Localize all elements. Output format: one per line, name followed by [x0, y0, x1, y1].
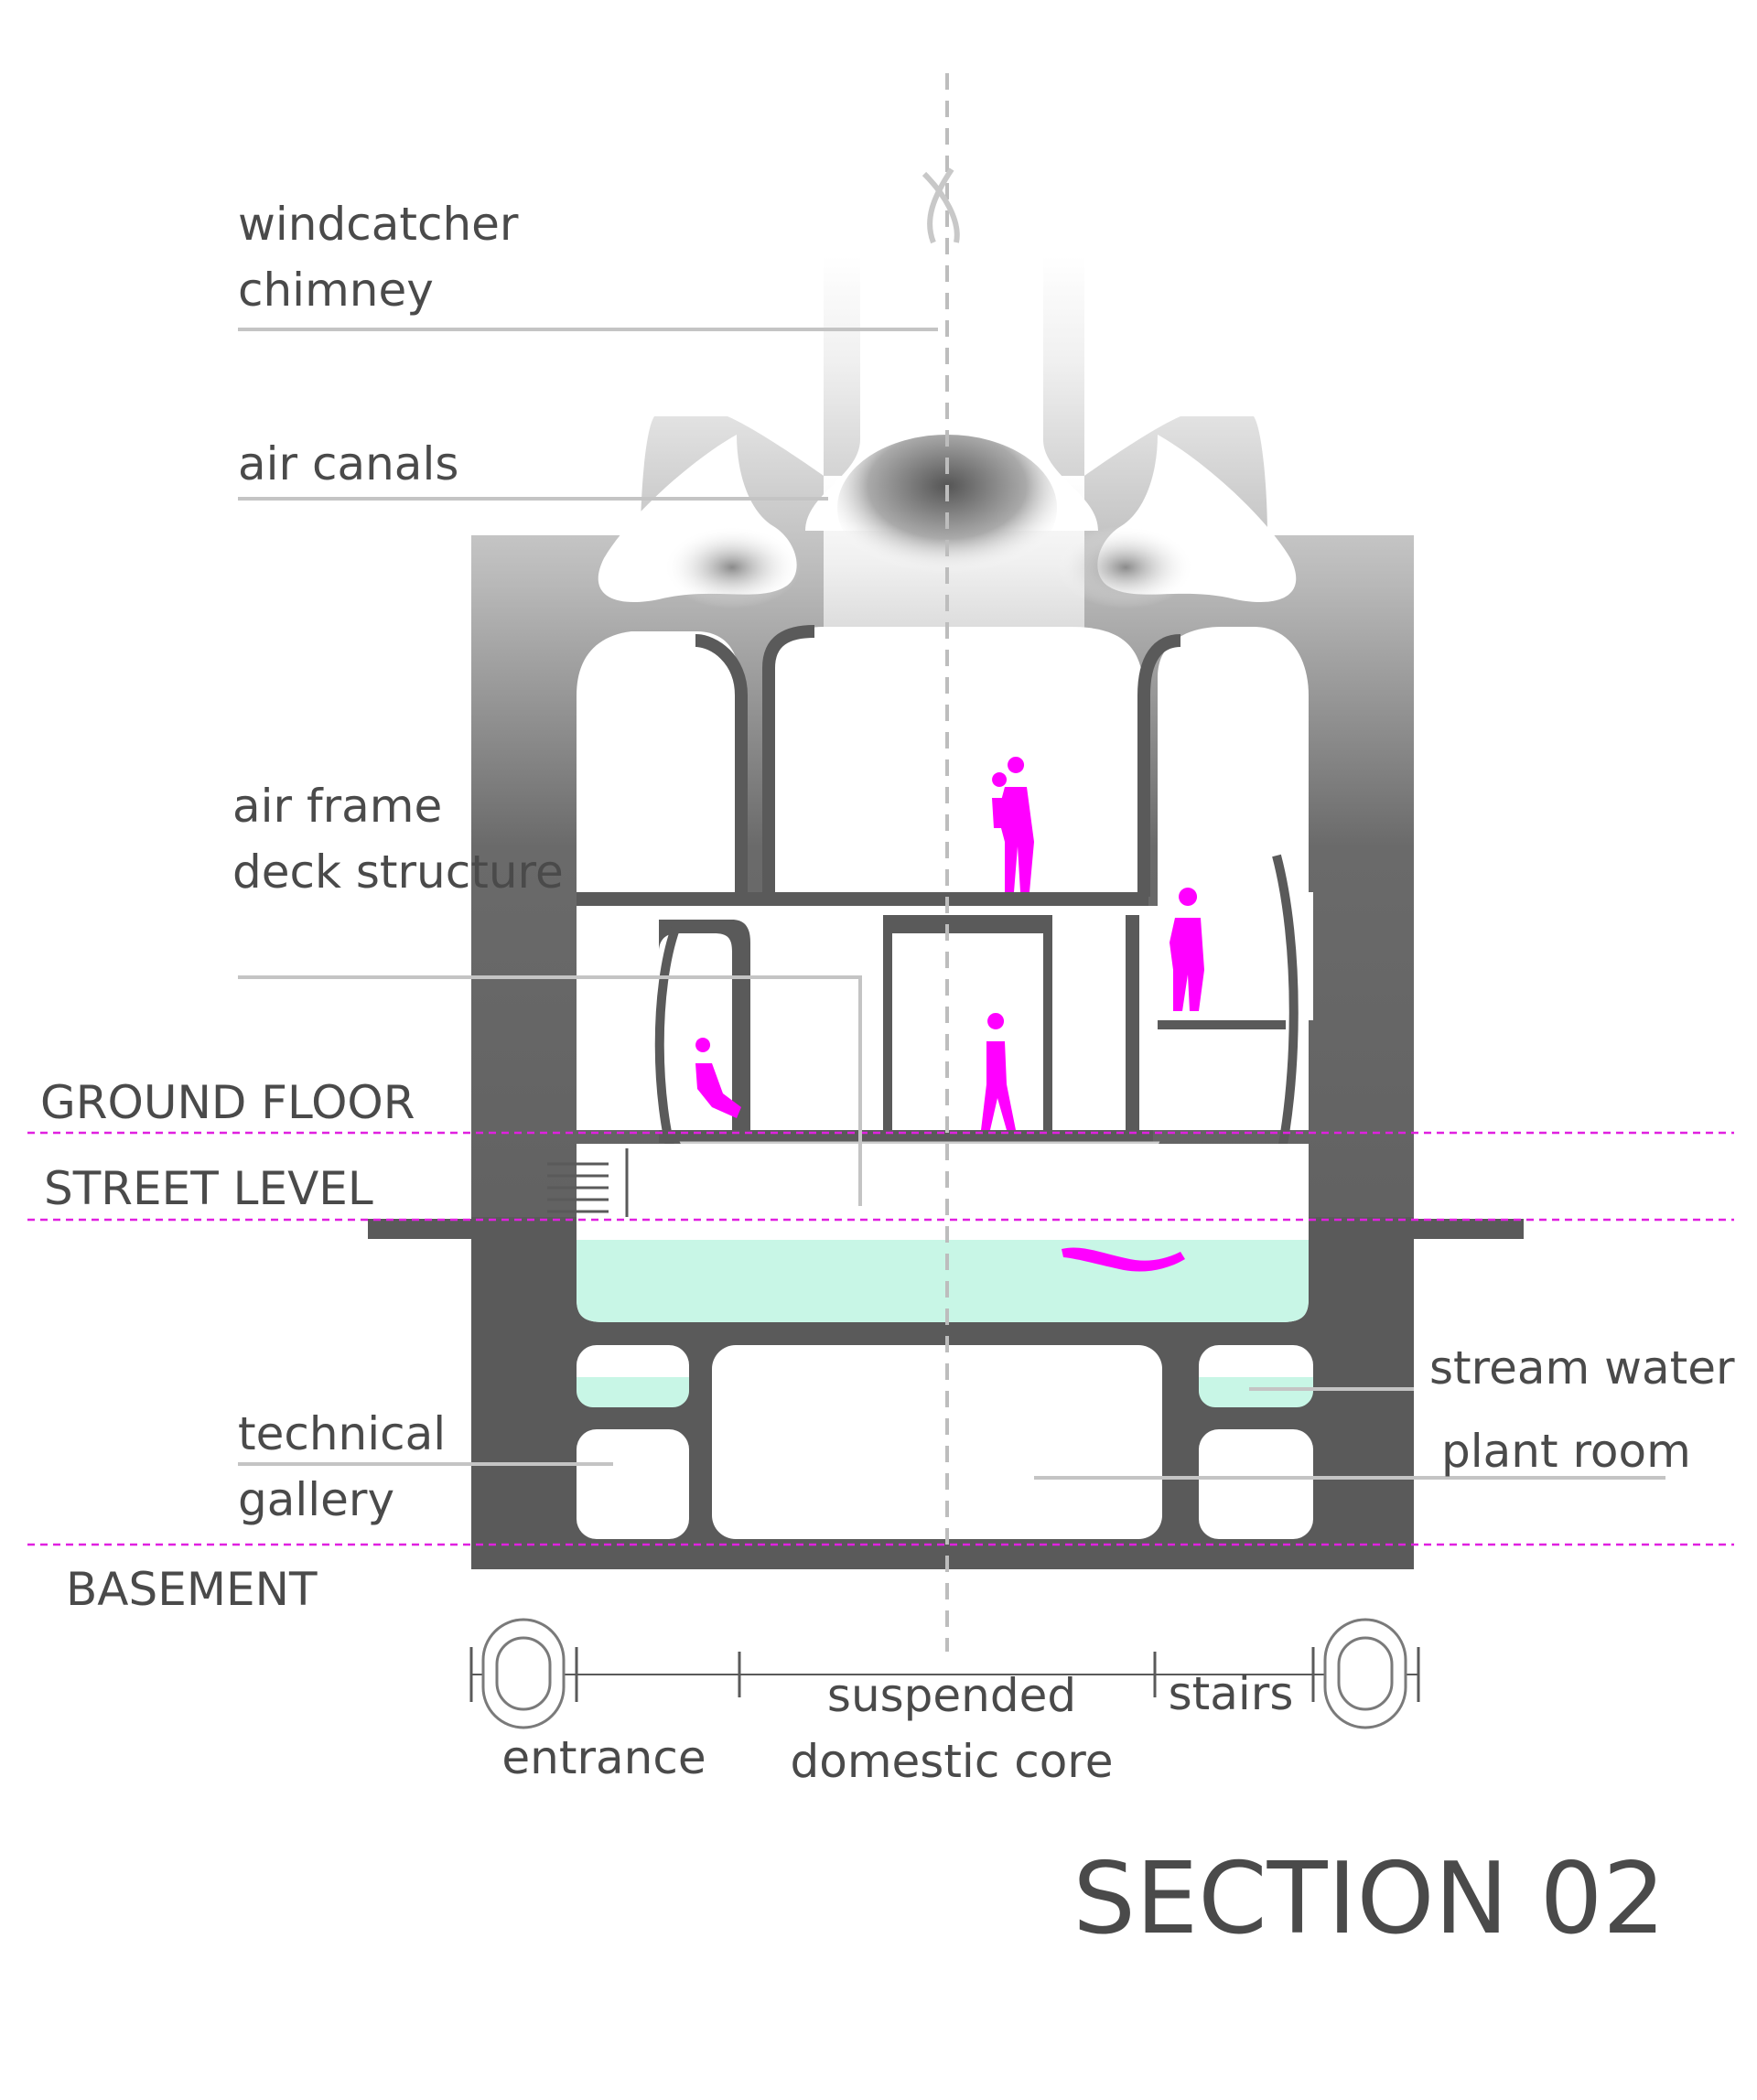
label-plant-room: plant room	[1441, 1425, 1691, 1478]
leader-lines	[238, 328, 1665, 1480]
person-stairs	[1170, 888, 1204, 1011]
stair-landing	[1158, 1020, 1286, 1029]
leader-air-frame	[238, 975, 862, 1206]
street-ledge-left	[368, 1219, 473, 1239]
people-figures	[695, 757, 1204, 1272]
level-lines	[27, 1131, 1734, 1546]
person-ground-sitting	[695, 1038, 741, 1118]
label-stream-water: stream water	[1429, 1341, 1735, 1395]
label-technical-1: technical	[238, 1407, 446, 1460]
chimney-airflow	[837, 435, 1057, 581]
street-ledge-right	[1414, 1219, 1524, 1239]
label-air-frame-2: deck structure	[232, 845, 564, 899]
street-stair	[547, 1148, 629, 1217]
curved-glazing-right	[1272, 854, 1299, 1178]
upper-floor-interior	[577, 631, 741, 892]
label-ground-floor: GROUND FLOOR	[40, 1076, 415, 1129]
person-upper-standing	[997, 757, 1034, 892]
annotation-labels: windcatcher chimney air canals air frame…	[232, 198, 1735, 1526]
water-pool	[577, 1240, 1309, 1322]
label-windcatcher-1: windcatcher	[238, 198, 519, 251]
basement-cells	[577, 1345, 1313, 1539]
person-ground-walking	[981, 1013, 1016, 1130]
label-air-frame-1: air frame	[232, 780, 442, 833]
label-technical-2: gallery	[238, 1473, 394, 1526]
section-title: SECTION 02	[1073, 1842, 1665, 1956]
label-windcatcher-2: chimney	[238, 264, 434, 317]
air-canal-fog-left	[663, 526, 801, 608]
column-symbol-left	[481, 1618, 566, 1729]
dim-stairs: stairs	[1169, 1667, 1294, 1720]
dim-core-1: suspended	[827, 1669, 1076, 1722]
wind-vane-icon	[922, 167, 960, 244]
level-labels: GROUND FLOOR STREET LEVEL BASEMENT	[40, 1076, 415, 1616]
deck-cells	[659, 915, 1139, 1130]
person-swimming	[1062, 1247, 1185, 1272]
curved-glazing-left	[654, 927, 680, 1168]
column-symbol-right	[1323, 1618, 1407, 1729]
person-upper-carrying	[992, 772, 1008, 828]
label-street-level: STREET LEVEL	[44, 1162, 373, 1215]
dimension-strip: entrance suspended domestic core stairs	[469, 1618, 1420, 1788]
upper-floor-right	[1158, 627, 1309, 892]
dim-entrance: entrance	[501, 1731, 706, 1784]
arch-frames	[695, 625, 1181, 897]
upper-deck-slab	[577, 892, 1148, 906]
label-air-canals: air canals	[238, 437, 458, 490]
label-basement: BASEMENT	[66, 1563, 318, 1616]
dim-core-2: domestic core	[790, 1735, 1113, 1788]
air-canal-fog-right	[1057, 526, 1194, 608]
upper-floor-center	[769, 627, 1144, 892]
